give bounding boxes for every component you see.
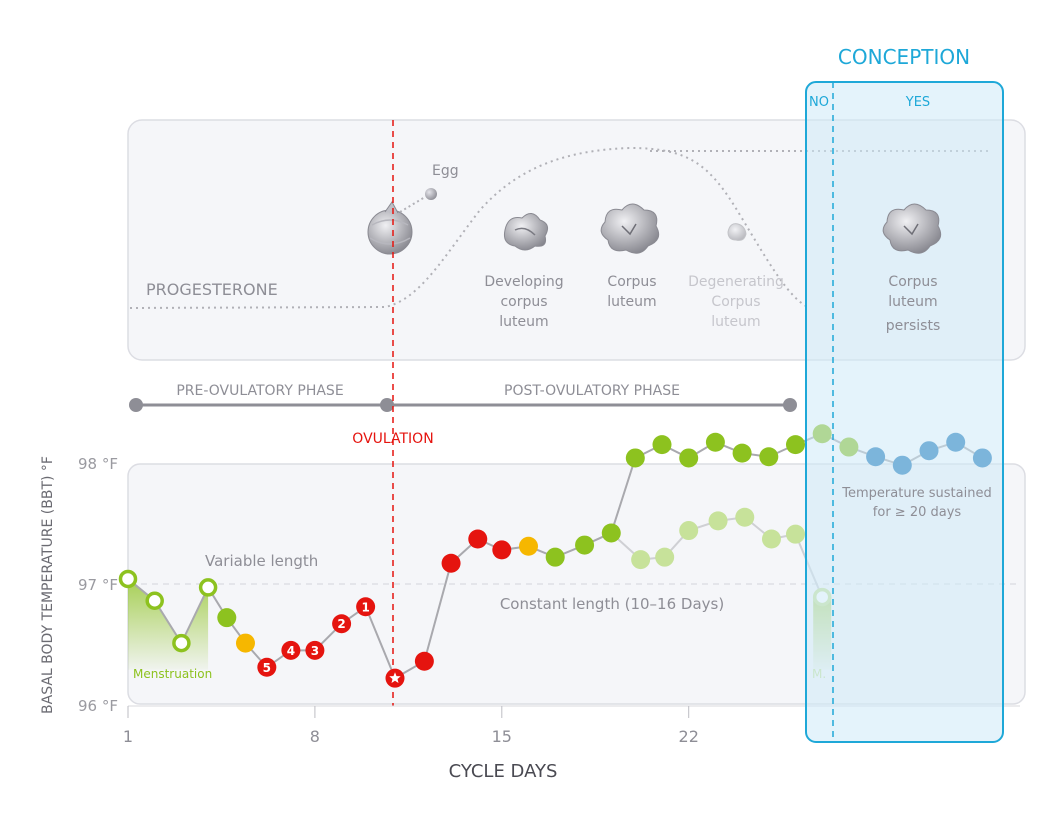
y-axis-label: BASAL BODY TEMPERATURE (BBT) °F (40, 456, 56, 714)
no-conception-point (761, 529, 781, 549)
corpus-label-1: Corpus (607, 274, 656, 290)
phase-marker-end (783, 398, 797, 412)
persists-label-2: luteum (888, 294, 937, 310)
bbt-point (492, 540, 512, 560)
post-ovulatory-phase-label: POST-OVULATORY PHASE (504, 383, 680, 399)
x-tick-label: 1 (123, 727, 133, 746)
no-conception-point (735, 507, 755, 527)
persisting-corpus-luteum-icon (882, 203, 942, 254)
bbt-point (257, 657, 277, 677)
bbt-point (519, 536, 538, 556)
point-label: 1 (361, 600, 369, 614)
bbt-point (198, 578, 218, 597)
x-tick-label: 8 (310, 727, 320, 746)
bbt-point (786, 435, 805, 455)
degenerating-label-1: Degenerating (688, 274, 784, 290)
bbt-point (625, 448, 645, 468)
degenerating-label-3: luteum (711, 314, 760, 330)
conception-no-label: NO (809, 95, 829, 110)
egg-label: Egg (432, 163, 459, 179)
variable-length-label: Variable length (205, 552, 318, 570)
egg-icon (399, 188, 437, 213)
bbt-point (679, 448, 699, 468)
y-tick-label: 96 °F (78, 697, 118, 715)
bbt-point (217, 608, 237, 628)
bbt-point (235, 633, 255, 653)
ovulating-follicle-icon (367, 201, 413, 255)
bbt-point (172, 633, 191, 653)
menstruation-label: Menstruation (133, 667, 212, 681)
constant-length-label: Constant length (10–16 Days) (500, 595, 724, 613)
bbt-point (118, 569, 138, 589)
bbt-point (145, 591, 164, 610)
point-label: 4 (287, 644, 295, 658)
sustained-label-2: for ≥ 20 days (873, 505, 962, 520)
degenerating-corpus-luteum-icon (727, 223, 747, 241)
phase-marker-start (129, 398, 143, 412)
corpus-luteum-icon (600, 203, 660, 254)
bbt-point (281, 640, 301, 660)
developing-corpus-luteum-icon (504, 213, 549, 251)
point-label: 5 (263, 661, 271, 675)
y-tick-label: 97 °F (78, 576, 118, 594)
bbt-point (332, 614, 352, 634)
no-conception-point (679, 521, 699, 541)
y-tick-label: 98 °F (78, 455, 118, 473)
ovulation-label: OVULATION (352, 431, 433, 447)
no-conception-point (631, 550, 651, 570)
hormone-panel (127, 119, 1026, 361)
x-tick-label: 15 (492, 727, 512, 746)
bbt-point (705, 432, 725, 452)
no-conception-point (708, 511, 728, 531)
phase-marker-ovulation (380, 398, 394, 412)
progesterone-label: PROGESTERONE (146, 280, 278, 299)
bbt-point (356, 597, 376, 617)
bbt-point (601, 523, 621, 543)
bbt-point (545, 547, 565, 567)
persists-label-1: Corpus (888, 274, 937, 290)
bbt-point (652, 435, 672, 455)
sustained-label-1: Temperature sustained (841, 486, 991, 501)
pre-ovulatory-phase-label: PRE-OVULATORY PHASE (176, 383, 343, 399)
no-conception-point (786, 524, 805, 544)
bbt-point (441, 553, 461, 573)
progesterone-curve (129, 146, 811, 309)
degenerating-label-2: Corpus (711, 294, 760, 310)
conception-highlight (805, 81, 1004, 743)
conception-title: CONCEPTION (838, 45, 970, 69)
point-label: 3 (311, 644, 319, 658)
point-label: 2 (337, 617, 345, 631)
bbt-point (305, 640, 325, 660)
bbt-point (414, 651, 434, 671)
bbt-point (759, 447, 779, 467)
persists-label-3: persists (886, 318, 941, 334)
developing-label-1: Developing (484, 274, 563, 290)
developing-label-3: luteum (499, 314, 548, 330)
conception-yes-label: YES (905, 95, 930, 110)
bbt-point (732, 443, 752, 463)
x-axis-label: CYCLE DAYS (449, 761, 558, 782)
bbt-point (575, 535, 595, 555)
bbt-point (468, 529, 488, 549)
developing-label-2: corpus (500, 294, 547, 310)
ovulation-star-icon (389, 672, 401, 683)
no-conception-point (655, 547, 675, 567)
x-tick-label: 22 (679, 727, 699, 746)
corpus-label-2: luteum (607, 294, 656, 310)
